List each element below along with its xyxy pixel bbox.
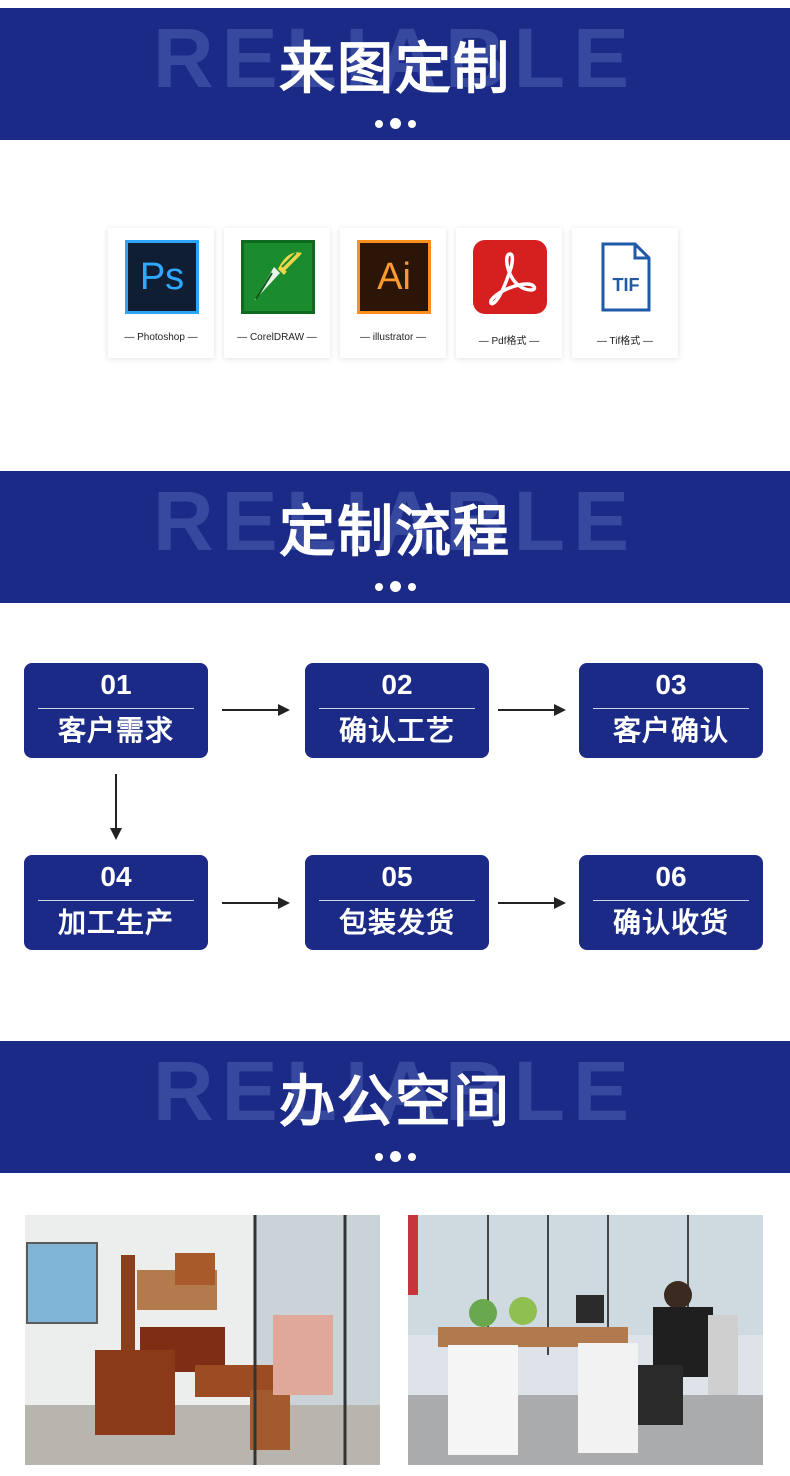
process-step-02: 02 确认工艺 — [305, 663, 489, 758]
arrow-right-icon — [498, 897, 566, 909]
step-number: 05 — [381, 861, 413, 892]
software-list: Ps — Photoshop — — CorelDRAW — Ai — illu… — [108, 228, 678, 358]
section-title: 定制流程 — [279, 500, 511, 565]
arrow-right-icon — [222, 704, 290, 716]
section-title: 来图定制 — [279, 37, 511, 102]
step-label: 包装发货 — [338, 906, 455, 939]
banner-watermark: RELIABLE — [153, 1044, 637, 1138]
banner-dots — [0, 1151, 790, 1162]
software-card-coreldraw: — CorelDRAW — — [224, 228, 330, 358]
banner-watermark: RELIABLE — [153, 11, 637, 105]
tif-file-icon: TIF — [589, 240, 663, 314]
step-label: 确认工艺 — [338, 714, 455, 747]
software-label: — Pdf格式 — — [478, 336, 540, 347]
software-card-illustrator: Ai — illustrator — — [340, 228, 446, 358]
pdf-icon — [473, 240, 547, 314]
banner-watermark: RELIABLE — [153, 474, 637, 568]
banner-dots — [0, 581, 790, 592]
arrow-right-icon — [222, 897, 290, 909]
arrow-down-icon — [110, 774, 122, 840]
step-label: 客户确认 — [612, 714, 729, 747]
office-workspace-photo — [408, 1215, 763, 1465]
banner-dots — [0, 118, 790, 129]
software-label: — Tif格式 — — [596, 336, 654, 347]
step-label: 客户需求 — [57, 714, 174, 747]
section-banner-office-space: RELIABLE 办公空间 — [0, 1041, 790, 1173]
photoshop-icon: Ps — [125, 240, 199, 314]
step-label: 确认收货 — [612, 906, 729, 939]
step-number: 03 — [655, 669, 687, 700]
section-banner-custom-artwork: RELIABLE 来图定制 — [0, 8, 790, 140]
section-banner-process: RELIABLE 定制流程 — [0, 471, 790, 603]
software-card-pdf: — Pdf格式 — — [456, 228, 562, 358]
step-number: 04 — [100, 861, 132, 892]
illustrator-icon: Ai — [357, 240, 431, 314]
process-step-04: 04 加工生产 — [24, 855, 208, 950]
step-number: 02 — [381, 669, 413, 700]
coreldraw-icon — [241, 240, 315, 314]
process-step-01: 01 客户需求 — [24, 663, 208, 758]
section-title: 办公空间 — [279, 1070, 511, 1135]
step-number: 01 — [100, 669, 132, 700]
software-label: — Photoshop — — [124, 332, 198, 343]
process-step-05: 05 包装发货 — [305, 855, 489, 950]
step-label: 加工生产 — [57, 906, 174, 939]
process-step-03: 03 客户确认 — [579, 663, 763, 758]
software-label: — illustrator — — [359, 332, 427, 343]
software-card-photoshop: Ps — Photoshop — — [108, 228, 214, 358]
office-lounge-photo — [25, 1215, 380, 1465]
step-number: 06 — [655, 861, 687, 892]
software-label: — CorelDRAW — — [237, 332, 317, 343]
svg-text:TIF: TIF — [613, 275, 640, 295]
process-step-06: 06 确认收货 — [579, 855, 763, 950]
software-card-tif: TIF — Tif格式 — — [572, 228, 678, 358]
arrow-right-icon — [498, 704, 566, 716]
